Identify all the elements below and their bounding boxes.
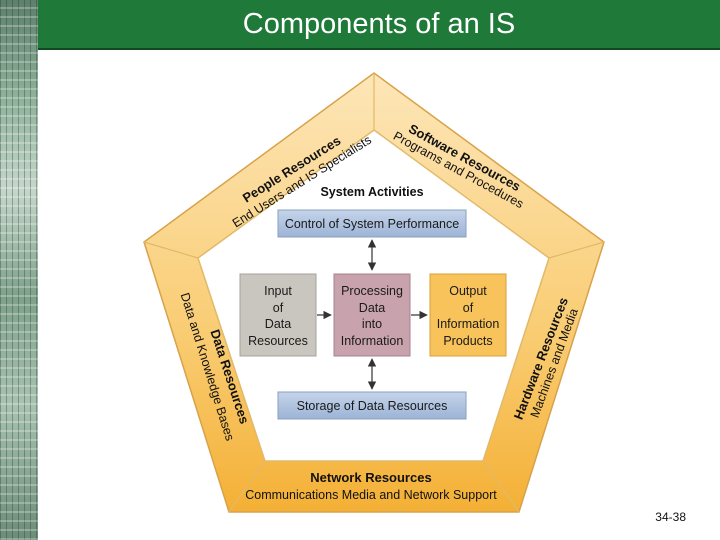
control-box: [277, 209, 467, 238]
frame-seam: [482, 460, 520, 513]
input-line: Data: [265, 317, 291, 331]
processing-line: Data: [359, 301, 385, 315]
page-number: 34-38: [655, 510, 686, 524]
network-resources-subtitle: Communications Media and Network Support: [245, 488, 497, 502]
processing-line: Processing: [341, 284, 403, 298]
page-title: Components of an IS: [242, 8, 516, 40]
input-line: Resources: [248, 334, 308, 348]
frame-seam: [228, 460, 266, 513]
control-label: Control of System Performance: [285, 217, 459, 231]
title-bar: [38, 0, 720, 50]
storage-label: Storage of Data Resources: [297, 399, 448, 413]
processing-line: Information: [341, 334, 404, 348]
processing-line: into: [362, 317, 382, 331]
output-line: Information: [437, 317, 500, 331]
network-resources-title: Network Resources: [310, 470, 431, 485]
system-activities-title: System Activities: [320, 185, 423, 199]
frame-seam: [548, 241, 605, 259]
output-line: Products: [443, 334, 492, 348]
processing-box: [333, 273, 411, 357]
output-box: [429, 273, 507, 357]
input-box: [239, 273, 317, 357]
input-line: of: [273, 301, 284, 315]
storage-box: [277, 391, 467, 420]
input-line: Input: [264, 284, 292, 298]
output-line: of: [463, 301, 474, 315]
frame-seam: [143, 241, 199, 259]
output-line: Output: [449, 284, 487, 298]
decorative-side-strip: [0, 0, 38, 540]
